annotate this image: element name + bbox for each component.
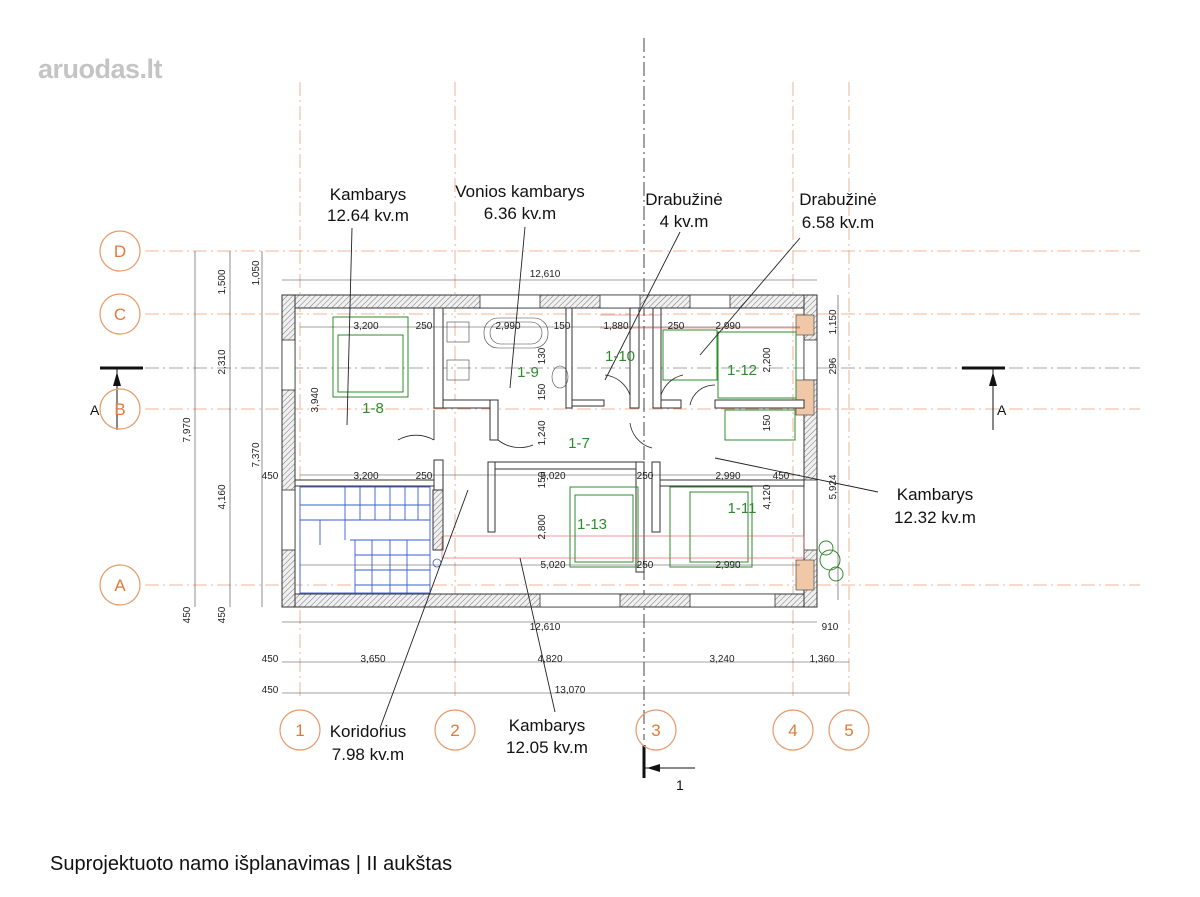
room-id: 1-13 [577,516,607,533]
dim-text: 150 [537,383,548,400]
axis-label-5: 5 [844,721,853,740]
room-id: 1-7 [568,435,590,452]
axis-markers: D C B A 1 2 3 4 5 [99,230,870,751]
dim-text: 13,070 [555,685,586,696]
dim-text: 130 [537,347,548,364]
aruodas-logo: aruodas.lt [38,54,163,85]
dim-text: 3,200 [353,321,378,332]
room-ids: 1-8 1-9 1-10 1-12 1-11 1-13 1-7 [362,348,757,533]
dimension-lines [194,251,849,694]
dim-text: 150 [762,414,773,431]
axis-label-3: 3 [651,721,660,740]
dim-text: 1,360 [809,654,834,665]
dimension-texts: 12,610 3,200 250 2,990 150 1,880 250 2,9… [182,260,839,696]
dim-text: 1,500 [217,269,228,294]
plant-icon [818,540,844,582]
dim-text: 5,020 [540,560,565,571]
dim-text: 450 [773,471,790,482]
dim-text: 250 [416,321,433,332]
dim-text: 910 [822,622,839,633]
section-marker-label: 1 [676,777,684,793]
dim-text: 450 [262,685,279,696]
axis-label-4: 4 [788,721,797,740]
dim-top-overall: 12,610 [530,269,561,280]
dim-text: 150 [554,321,571,332]
logo-brand: aruodas [38,54,140,84]
room-name: Kambarys [509,716,586,735]
dim-text: 296 [828,357,839,374]
room-area: 7.98 kv.m [332,745,404,764]
room-area: 6.36 kv.m [484,204,556,223]
dim-text: 450 [262,471,279,482]
dim-text: 450 [262,654,279,665]
axis-label-d: D [114,242,126,261]
room-name: Vonios kambarys [455,182,584,201]
dim-text: 2,990 [715,471,740,482]
dim-text: 1,150 [828,309,839,334]
leader-lines [346,226,879,729]
dim-text: 450 [182,606,193,623]
room-name: Koridorius [330,722,407,741]
interior-walls [294,307,805,573]
dim-text: 150 [537,471,548,488]
room-id: 1-10 [605,348,635,365]
room-id: 1-9 [517,364,539,381]
dim-text: 250 [637,471,654,482]
dim-text: 3,650 [360,654,385,665]
dim-text: 7,970 [182,417,193,442]
section-label-right: A [997,402,1007,418]
axis-label-c: C [114,305,126,324]
room-id: 1-12 [727,362,757,379]
dim-text: 2,800 [537,514,548,539]
dim-text: 1,880 [603,321,628,332]
room-id: 1-8 [362,400,384,417]
dim-text: 5,924 [828,474,839,499]
dim-text: 250 [668,321,685,332]
axis-label-1: 1 [295,721,304,740]
dim-text: 3,200 [353,471,378,482]
dim-text: 450 [217,606,228,623]
room-name: Kambarys [330,185,407,204]
axis-label-b: B [114,400,125,419]
plan-caption: Suprojektuoto namo išplanavimas | II auk… [50,853,453,875]
dim-text: 2,310 [217,349,228,374]
section-markers [100,366,1005,778]
dim-text: 2,990 [715,560,740,571]
dim-text: 250 [637,560,654,571]
dim-text: 2,990 [715,321,740,332]
room-id: 1-11 [728,500,757,517]
dim-text: 4,160 [217,484,228,509]
axis-label-2: 2 [450,721,459,740]
logo-tld: .lt [139,54,163,84]
axis-label-a: A [114,576,126,595]
staircase [299,486,431,594]
room-area: 12.32 kv.m [894,508,976,527]
room-labels: Kambarys 12.64 kv.m Vonios kambarys 6.36… [327,182,976,764]
room-area: 12.05 kv.m [506,738,588,757]
dim-text: 3,940 [310,387,321,412]
dim-text: 250 [416,471,433,482]
dim-text: 7,370 [251,442,262,467]
dim-text: 12,610 [530,622,561,633]
dim-text: 4,120 [762,484,773,509]
room-area: 4 kv.m [660,212,709,231]
dim-text: 2,200 [762,347,773,372]
outer-walls [281,294,818,608]
dim-text: 5,020 [540,471,565,482]
dim-text: 1,050 [251,260,262,285]
dim-text: 1,240 [537,420,548,445]
dim-text: 2,990 [495,321,520,332]
section-label-left: A [90,402,100,418]
dim-text: 3,240 [709,654,734,665]
room-name: Drabužinė [645,190,723,209]
room-name: Drabužinė [799,190,877,209]
room-name: Kambarys [897,485,974,504]
dim-text: 4,820 [537,654,562,665]
room-area: 12.64 kv.m [327,206,409,225]
furniture [332,314,805,568]
room-area: 6.58 kv.m [802,213,874,232]
